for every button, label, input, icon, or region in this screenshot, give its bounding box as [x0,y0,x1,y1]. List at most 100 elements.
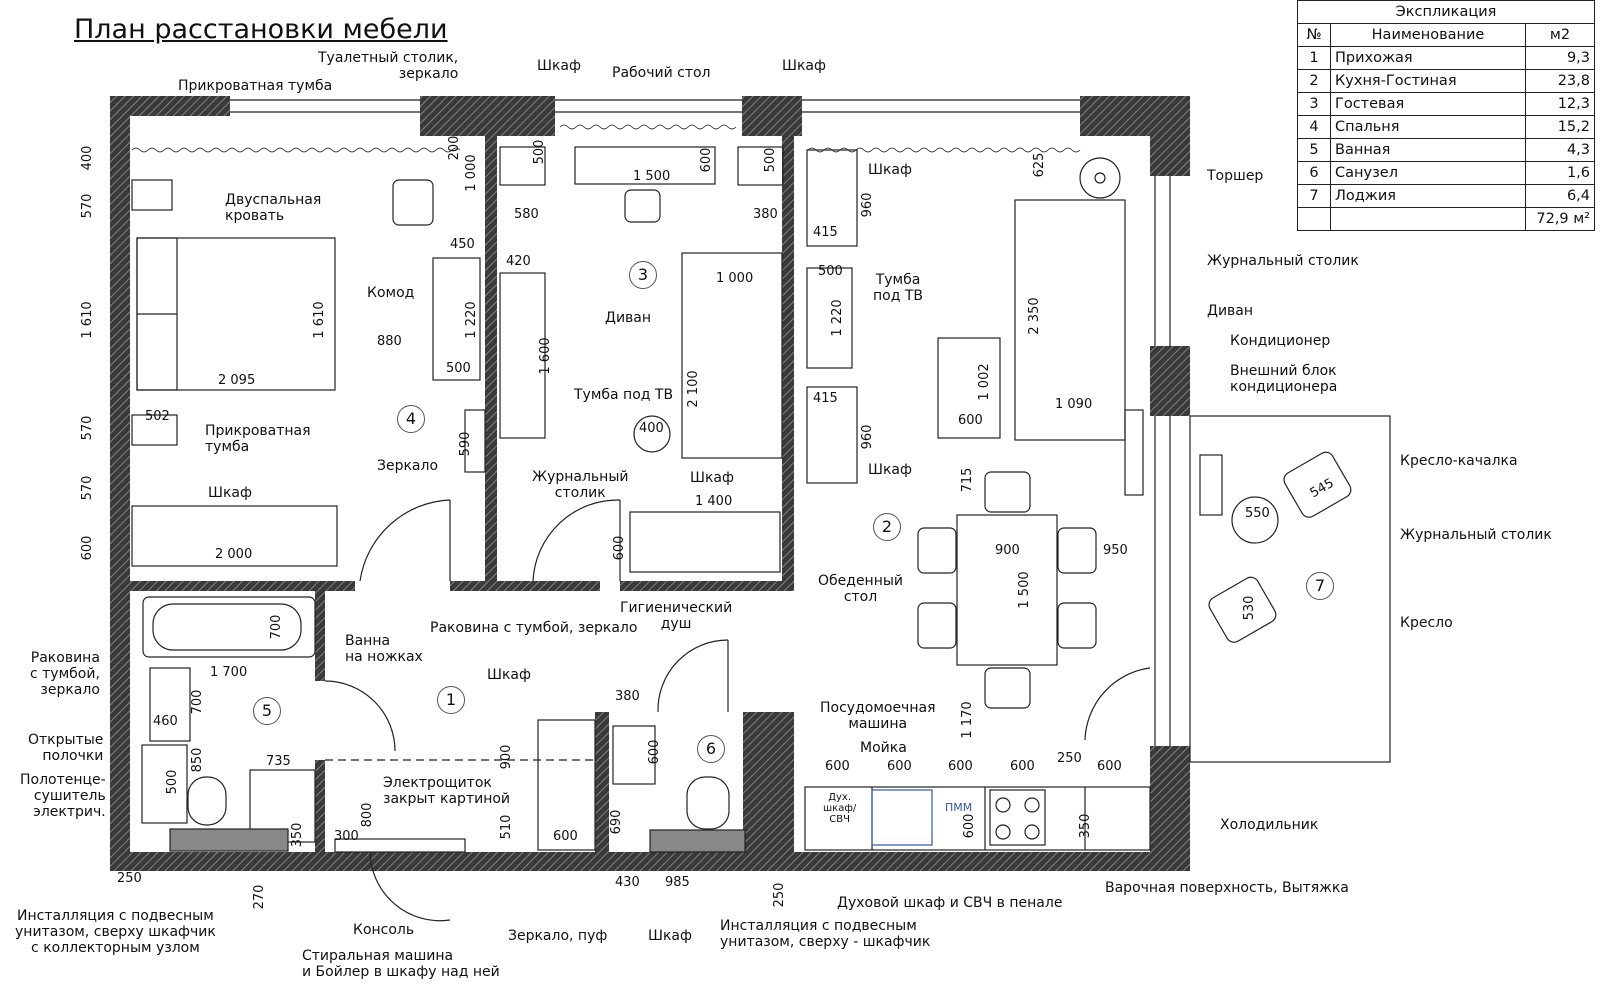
label-pmm: ПММ [945,801,973,814]
dim-1600: 1 600 [538,337,553,375]
wall-bed-bottom-a [130,581,355,591]
mirror-bedroom [464,409,486,473]
label-mirror: Зеркало [377,458,439,474]
dim-270: 270 [252,884,267,910]
label-ac-external: Внешний блок кондиционера [1230,363,1338,395]
rocking-chair [1283,451,1352,518]
row-name: Кухня-Гостиная [1330,69,1526,93]
wardrobe-hall [537,719,596,851]
wall-guest-living [782,136,794,591]
label-coffee-guest: Журнальный столик [532,469,629,501]
row-name: Спальня [1330,115,1526,139]
kitchen-counter [804,786,1151,851]
sink-wc [612,725,656,785]
coffee-table-guest [633,415,671,453]
dim-415a: 415 [813,225,838,240]
coffee-table-living [937,337,1001,439]
wall-bed-guest [485,136,497,591]
dim-600a: 600 [80,535,95,561]
label-sofa-living: Диван [1207,303,1254,319]
label-bathtub: Ванна на ножках [345,633,423,665]
dim-420: 420 [506,254,531,269]
label-dining-table: Обеденный стол [818,573,904,605]
row-area: 12,3 [1525,92,1595,116]
dim-735: 735 [266,754,291,769]
dim-1000b: 1 000 [716,271,754,286]
dim-350a: 350 [290,822,305,848]
bathtub [142,596,316,658]
ac-external [1199,454,1223,516]
label-washer: Стиральная машина и Бойлер в шкафу над н… [302,948,500,980]
row-name: Гостевая [1330,92,1526,116]
dim-550: 550 [1245,506,1270,521]
label-dishwasher: Посудомоечная машина [820,700,936,732]
room-number-2: 2 [873,513,901,541]
dim-2000: 2 000 [215,547,253,562]
dim-300: 300 [334,829,359,844]
explication-caption: Экспликация [1297,0,1595,24]
tv-stand-living [806,267,853,369]
wall-left-upper [110,96,130,591]
dim-500e: 500 [165,769,180,795]
sink-bath [149,667,191,742]
dim-1700: 1 700 [210,665,248,680]
wardrobe-living-2 [806,386,858,484]
installation-right [649,829,746,853]
wardrobe-bedroom [131,505,338,567]
row-number: 1 [1297,46,1331,70]
dim-580: 580 [514,207,539,222]
dim-k600e: 600 [1097,759,1122,774]
room-number-7: 7 [1306,572,1334,600]
label-toilet-install-left: Инсталляция с подвесным унитазом, сверху… [15,908,216,956]
label-wardrobe-hall: Шкаф [487,667,531,683]
label-fridge: Холодильник [1220,817,1319,833]
label-sink-cabinet: Раковина с тумбой, зеркало [430,620,638,636]
wardrobe-living-1 [806,149,858,247]
dim-600b: 600 [699,147,714,173]
dim-k600f: 600 [962,813,977,839]
dim-570c: 570 [80,475,95,501]
dim-1090: 1 090 [1055,397,1093,412]
open-shelves [141,744,188,824]
installation-left [169,828,289,852]
label-sink-kitchen: Мойка [860,740,907,756]
dim-600f: 600 [647,739,662,765]
dim-800: 800 [360,802,375,828]
dim-k600d: 600 [1010,759,1035,774]
dim-400: 400 [80,145,95,171]
chair-vanity [392,179,434,226]
dim-460: 460 [153,714,178,729]
room-number-6: 6 [697,735,725,763]
dresser [432,257,481,381]
dim-1170: 1 170 [960,701,975,739]
label-tv-stand-guest: Тумба под ТВ [574,387,674,403]
row-number: 6 [1297,161,1331,185]
dim-2095: 2 095 [218,373,256,388]
label-floor-lamp: Торшер [1207,168,1264,184]
dim-k250: 250 [1057,751,1082,766]
dim-700a: 700 [269,614,284,640]
floor-lamp [1079,157,1121,199]
dim-200: 200 [447,135,462,161]
room-number-4: 4 [397,405,425,433]
dim-430: 430 [615,875,640,890]
dim-950: 950 [1103,543,1128,558]
label-armchair: Кресло [1400,615,1453,631]
coffee-table-loggia [1231,496,1279,544]
walls [110,96,1190,871]
dim-1610a: 1 610 [80,301,95,339]
label-mirror-pouf: Зеркало, пуф [508,928,608,944]
room-number-1: 1 [437,686,465,714]
dim-700b: 700 [190,689,205,715]
wardrobe-guest-top-right [737,146,784,186]
row-number: 7 [1297,184,1331,208]
label-wardrobe-living2: Шкаф [868,462,912,478]
wall-bottom [110,852,1190,871]
dim-900b: 900 [499,744,514,770]
dim-530: 530 [1242,595,1257,621]
